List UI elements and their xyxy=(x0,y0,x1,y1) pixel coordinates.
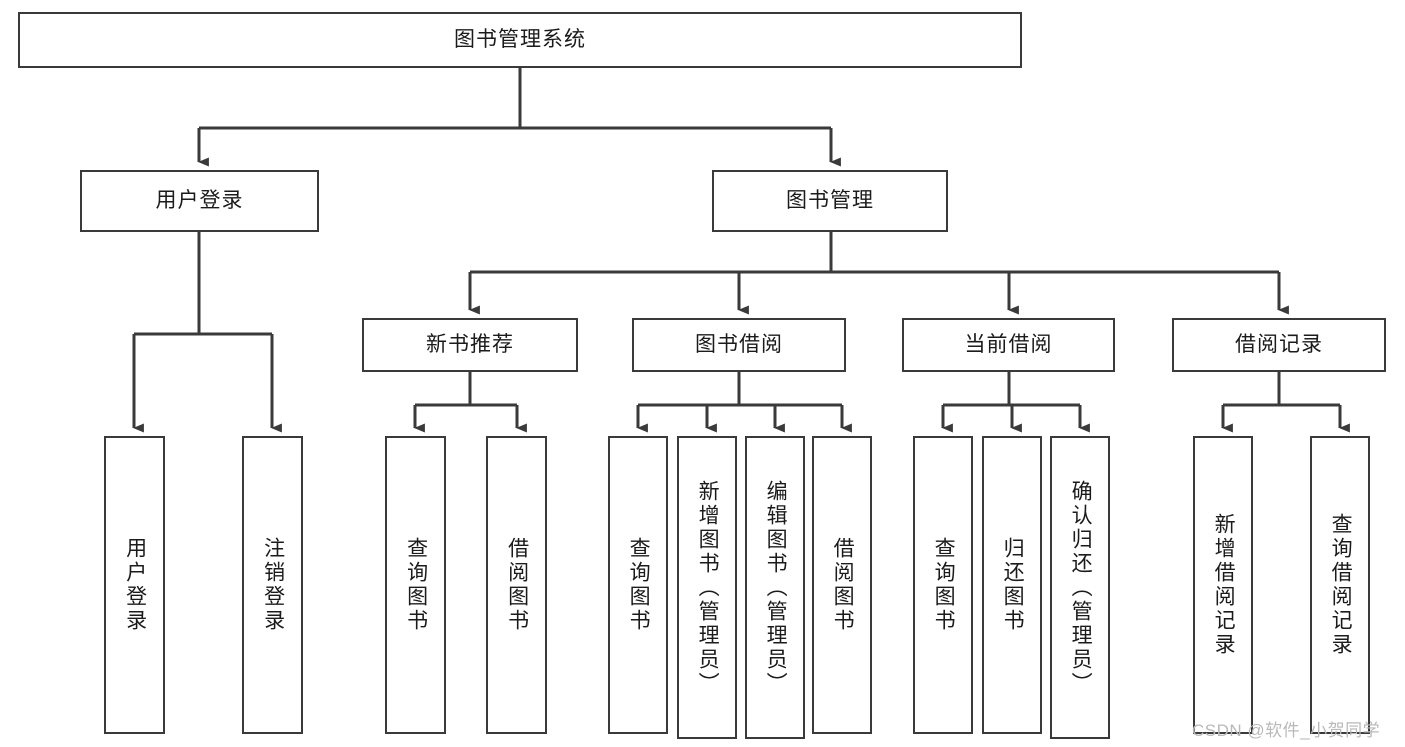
node-user-login-label: 用户登录 xyxy=(155,188,244,212)
node-new-book-recommend[interactable]: 新书推荐 xyxy=(362,318,578,372)
csdn-watermark: CSDN @软件_小贺同学 xyxy=(1192,721,1381,740)
node-leaf-user-logout-label: 注销登录 xyxy=(261,537,285,633)
node-leaf-query-book-2-label: 查询图书 xyxy=(627,537,651,633)
node-leaf-borrow-book-2[interactable]: 借阅图书 xyxy=(812,436,872,734)
node-leaf-query-borrow-record[interactable]: 查询借阅记录 xyxy=(1310,436,1370,734)
node-leaf-borrow-book-1[interactable]: 借阅图书 xyxy=(486,436,547,734)
node-leaf-query-borrow-record-label: 查询借阅记录 xyxy=(1329,513,1353,657)
node-new-book-recommend-label: 新书推荐 xyxy=(426,332,514,356)
node-user-login[interactable]: 用户登录 xyxy=(80,170,319,232)
node-leaf-add-borrow-record[interactable]: 新增借阅记录 xyxy=(1193,436,1253,734)
node-leaf-query-book-2[interactable]: 查询图书 xyxy=(608,436,668,734)
node-leaf-user-logout[interactable]: 注销登录 xyxy=(242,436,303,734)
node-root-label: 图书管理系统 xyxy=(454,27,586,51)
node-borrow-records[interactable]: 借阅记录 xyxy=(1172,318,1386,372)
node-borrow-records-label: 借阅记录 xyxy=(1235,332,1323,356)
node-leaf-query-book-1-label: 查询图书 xyxy=(404,537,428,633)
node-leaf-add-book-admin[interactable]: 新增图书（管理员） xyxy=(677,436,737,739)
node-leaf-user-login[interactable]: 用户登录 xyxy=(104,436,165,734)
node-leaf-borrow-book-1-label: 借阅图书 xyxy=(505,537,529,633)
node-leaf-query-book-1[interactable]: 查询图书 xyxy=(385,436,446,734)
node-leaf-user-login-label: 用户登录 xyxy=(123,537,147,633)
node-leaf-return-book[interactable]: 归还图书 xyxy=(982,436,1042,734)
node-leaf-borrow-book-2-label: 借阅图书 xyxy=(831,537,855,633)
node-book-manage-label: 图书管理 xyxy=(786,188,874,212)
node-leaf-add-borrow-record-label: 新增借阅记录 xyxy=(1212,513,1236,657)
node-current-borrow-label: 当前借阅 xyxy=(964,332,1053,356)
node-book-manage[interactable]: 图书管理 xyxy=(712,170,948,232)
node-book-borrow[interactable]: 图书借阅 xyxy=(632,318,846,372)
node-leaf-confirm-return-admin-label: 确认归还（管理员） xyxy=(1069,479,1093,696)
node-leaf-add-book-admin-label: 新增图书（管理员） xyxy=(696,479,720,696)
node-root[interactable]: 图书管理系统 xyxy=(18,12,1022,68)
node-current-borrow[interactable]: 当前借阅 xyxy=(902,318,1115,372)
node-leaf-edit-book-admin-label: 编辑图书（管理员） xyxy=(764,479,788,696)
node-book-borrow-label: 图书借阅 xyxy=(695,332,783,356)
node-leaf-query-book-3-label: 查询图书 xyxy=(932,537,956,633)
node-leaf-confirm-return-admin[interactable]: 确认归还（管理员） xyxy=(1050,436,1110,739)
node-leaf-query-book-3[interactable]: 查询图书 xyxy=(913,436,973,734)
node-leaf-return-book-label: 归还图书 xyxy=(1001,537,1025,633)
node-leaf-edit-book-admin[interactable]: 编辑图书（管理员） xyxy=(745,436,805,739)
